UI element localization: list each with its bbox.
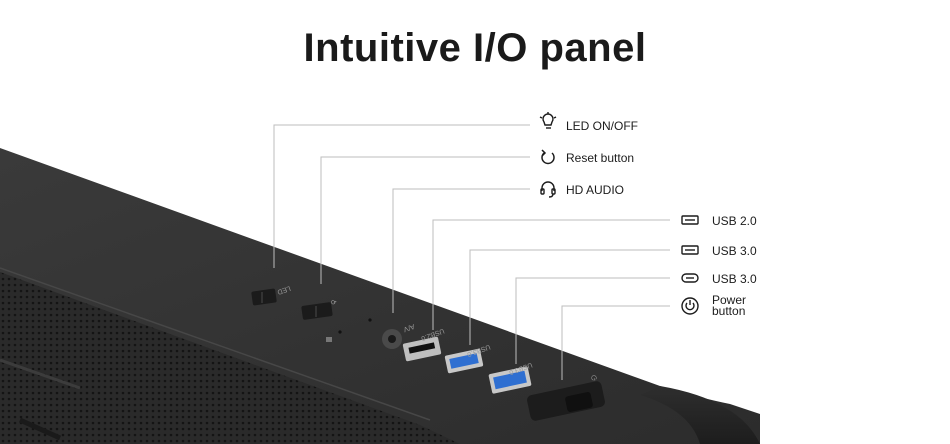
marking-reset: ⟲ [329, 297, 337, 306]
callout-reset-label: Reset button [566, 151, 635, 165]
callout-power-label-line1: Power [712, 293, 747, 307]
headset-icon [540, 181, 556, 198]
callout-usb20-label: USB 2.0 [712, 214, 757, 228]
callout-usb30c-label: USB 3.0 [712, 272, 757, 286]
reset-button[interactable] [301, 302, 333, 320]
usb-a-icon [681, 245, 699, 255]
usb30-port-1[interactable] [444, 348, 484, 374]
reset-icon [541, 149, 555, 165]
callout-audio-label: HD AUDIO [566, 183, 625, 197]
marking-power: ⏻ [589, 373, 597, 383]
marking-led: LED [276, 284, 291, 295]
usb-a-icon [681, 215, 699, 225]
bulb-icon [539, 112, 557, 129]
audio-jack[interactable] [382, 329, 402, 349]
marking-av: A/V [402, 322, 415, 333]
usb20-port[interactable] [402, 336, 442, 362]
usb-c-icon [681, 273, 699, 283]
case-side-edge [640, 386, 760, 444]
leader-lines [273, 124, 670, 380]
power-icon [681, 297, 699, 315]
callout-power-label: Power button [712, 293, 747, 318]
page-title: Intuitive I/O panel [303, 26, 647, 70]
power-button[interactable] [526, 380, 606, 421]
case-mesh-panel [0, 272, 460, 444]
callout-led-label: LED ON/OFF [566, 119, 639, 133]
usb30-port-2[interactable] [488, 366, 532, 394]
callout-usb30a-label: USB 3.0 [712, 244, 757, 258]
led-button[interactable] [251, 288, 277, 306]
callout-power-label-line2: button [712, 304, 746, 318]
